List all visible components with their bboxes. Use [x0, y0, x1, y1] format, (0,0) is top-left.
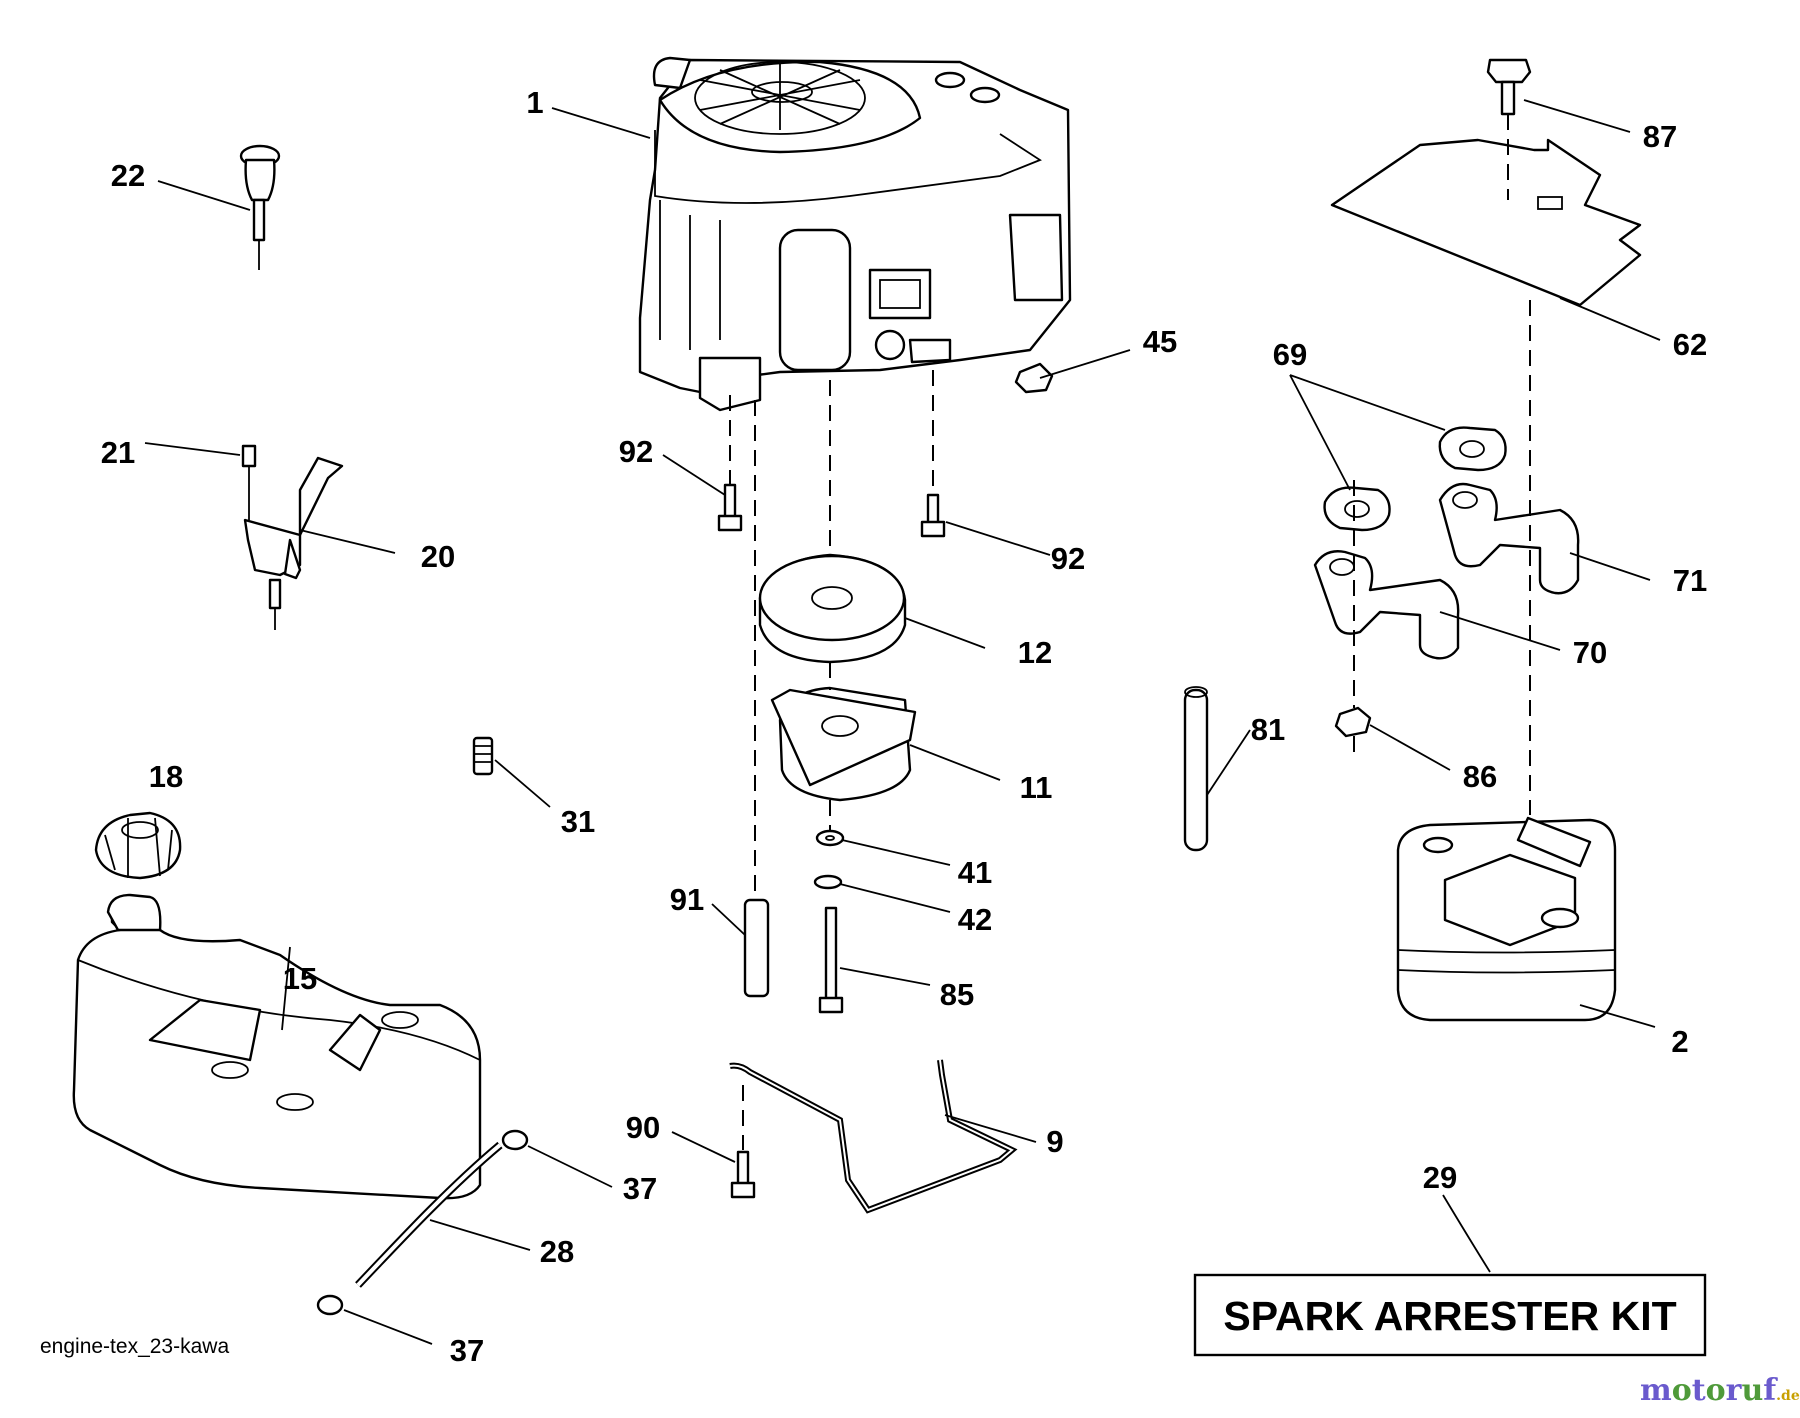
callout-41: 41 [958, 855, 992, 890]
diagram-caption: engine-tex_23-kawa [40, 1335, 229, 1358]
muffler-part [1396, 816, 1617, 1022]
callout-70: 70 [1573, 635, 1607, 670]
callout-69: 69 [1273, 337, 1307, 372]
watermark-letter: u [1741, 1373, 1763, 1408]
callout-1: 1 [526, 85, 543, 120]
spacer-91-part [743, 898, 770, 998]
leader-lines [144, 99, 1661, 1345]
watermark-logo: motoruf.de [1640, 1373, 1800, 1408]
screw-87-part [1486, 58, 1532, 116]
callout-42: 42 [958, 902, 992, 937]
callout-62: 62 [1673, 327, 1707, 362]
callout-12: 12 [1018, 635, 1052, 670]
callout-90: 90 [626, 1110, 660, 1145]
watermark-suffix: .de [1776, 1388, 1800, 1404]
nut-45-part [1014, 362, 1054, 394]
callout-18: 18 [149, 759, 183, 794]
gasket-lower-part [1323, 486, 1391, 532]
fuel-cap-part [94, 811, 182, 880]
watermark-letter: t [1692, 1373, 1706, 1408]
clutch-part [770, 686, 917, 802]
callout-85: 85 [940, 977, 974, 1012]
hose-clamp-lower-part [316, 1294, 344, 1316]
callout-91: 91 [670, 882, 704, 917]
rod-9-part [729, 1059, 1018, 1214]
callout-37: 37 [450, 1333, 484, 1368]
washer-41-part [815, 829, 845, 847]
callout-21: 21 [101, 435, 135, 470]
callout-20: 20 [421, 539, 455, 574]
watermark-letter: o [1672, 1373, 1692, 1408]
spark-arrester-kit-label: SPARK ARRESTER KIT [1223, 1293, 1676, 1339]
throttle-control-part [241, 444, 344, 630]
callout-81: 81 [1251, 712, 1285, 747]
callout-9: 9 [1046, 1124, 1063, 1159]
callout-28: 28 [540, 1234, 574, 1269]
set-screw-part [472, 736, 494, 776]
callout-29: 29 [1423, 1160, 1457, 1195]
callout-92: 92 [1051, 541, 1085, 576]
heat-shield-part [1330, 138, 1642, 307]
callout-22: 22 [111, 158, 145, 193]
washer-42-part [813, 874, 843, 890]
watermark-letter: o [1706, 1373, 1726, 1408]
fuel-tank-part [72, 893, 482, 1200]
callout-86: 86 [1463, 759, 1497, 794]
hose-clamp-upper-part [501, 1129, 529, 1151]
exhaust-pipe-71-part [1438, 482, 1580, 595]
bolt-90-part [730, 1150, 756, 1199]
choke-knob-part [239, 144, 281, 270]
nut-86-part [1334, 706, 1372, 738]
bolt-85-part [818, 906, 844, 1014]
watermark-letter: r [1726, 1373, 1743, 1408]
callout-15: 15 [283, 961, 317, 996]
bolt-92-right [920, 493, 946, 538]
callout-71: 71 [1673, 563, 1707, 598]
spark-arrester-kit-box: SPARK ARRESTER KIT [1193, 1273, 1707, 1357]
callout-87: 87 [1643, 119, 1677, 154]
callout-92: 92 [619, 434, 653, 469]
watermark-letter: m [1640, 1373, 1672, 1408]
callout-37: 37 [623, 1171, 657, 1206]
exhaust-pipe-70-part [1313, 550, 1460, 660]
tube-81-part [1183, 686, 1209, 852]
callout-labels: 1222120929245876269717012113118154142918… [101, 85, 1707, 1368]
fuel-line-part [355, 1141, 503, 1288]
engine-part [638, 56, 1072, 412]
gasket-upper-part [1438, 426, 1507, 472]
bolt-92-left [717, 483, 743, 532]
callout-45: 45 [1143, 324, 1177, 359]
pulley-part [758, 553, 907, 664]
callout-11: 11 [1020, 770, 1053, 805]
callout-31: 31 [561, 804, 595, 839]
alignment-lines [729, 114, 1531, 1150]
watermark-letter: f [1763, 1373, 1778, 1408]
callout-2: 2 [1671, 1024, 1688, 1059]
